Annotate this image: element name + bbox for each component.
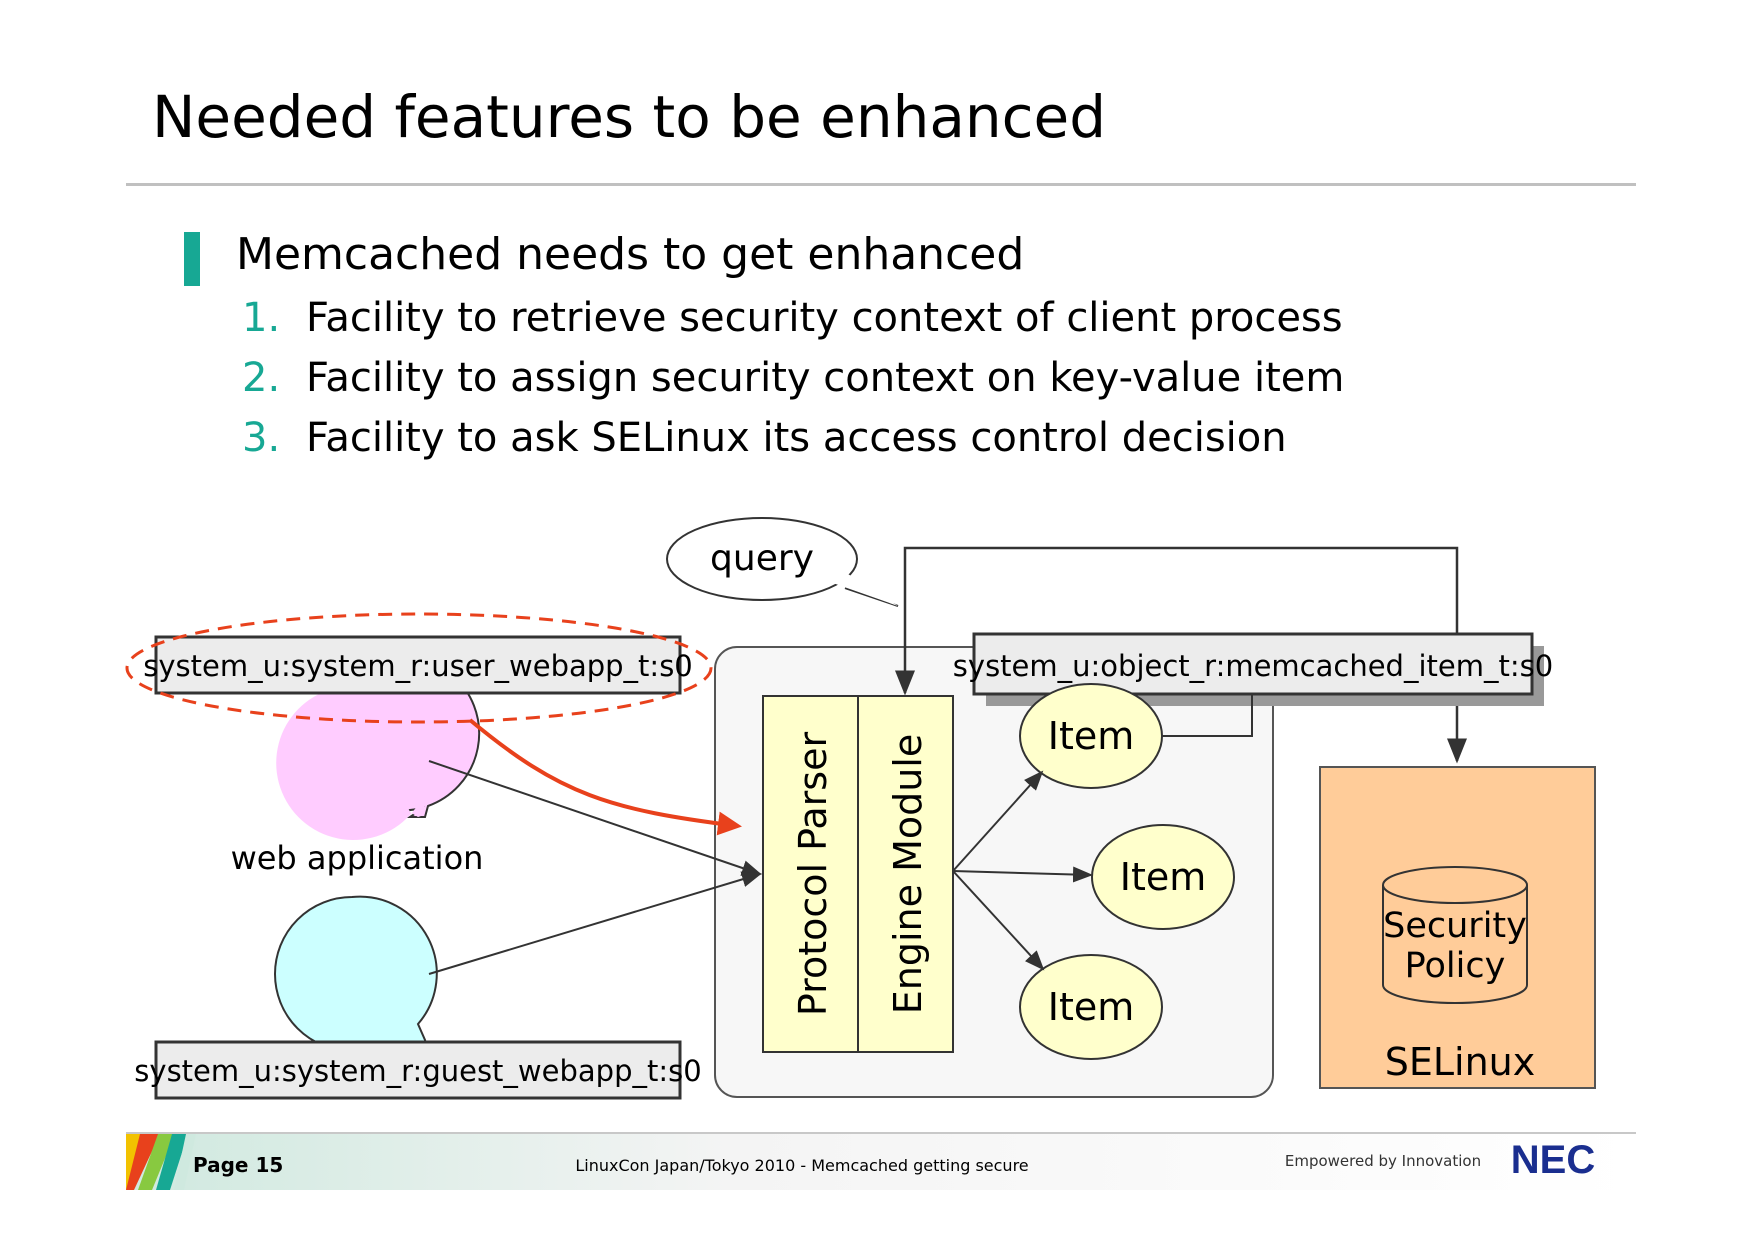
protocol-parser-label: Protocol Parser bbox=[791, 732, 835, 1017]
list-text: Facility to assign security context on k… bbox=[306, 355, 1345, 401]
list-number: 3. bbox=[242, 415, 281, 461]
page-number: Page 15 bbox=[193, 1153, 283, 1177]
list-number: 2. bbox=[242, 355, 281, 401]
web-app-label: web application bbox=[231, 839, 484, 877]
list-item-3: 3. Facility to ask SELinux its access con… bbox=[242, 415, 1287, 461]
footer-tagline: Empowered by Innovation bbox=[1285, 1152, 1481, 1170]
item-label: Item bbox=[1048, 985, 1135, 1029]
engine-module-box bbox=[857, 695, 954, 1053]
item-node-1 bbox=[1019, 683, 1163, 789]
guest-request-arrow bbox=[428, 871, 762, 975]
footer-rainbow-icon bbox=[126, 1134, 196, 1190]
engine-item-arrow-2 bbox=[952, 866, 1093, 883]
guest-context-box bbox=[154, 1040, 682, 1100]
item-context-label: system_u:object_r:memcached_item_t:s0 bbox=[953, 649, 1553, 683]
user-context-label: system_u:system_r:user_webapp_t:s0 bbox=[143, 649, 693, 683]
security-policy-cylinder bbox=[1382, 885, 1528, 1004]
footer-band bbox=[126, 1134, 1636, 1190]
query-bubble bbox=[666, 517, 858, 601]
context-flow-arrow bbox=[468, 718, 742, 836]
user-context-box bbox=[154, 635, 682, 695]
guest-context-label: system_u:system_r:guest_webapp_t:s0 bbox=[134, 1054, 701, 1088]
title-divider bbox=[126, 183, 1636, 186]
list-item-1: 1. Facility to retrieve security context … bbox=[242, 295, 1343, 341]
highlight-ellipse bbox=[125, 612, 713, 724]
bullet-heading: Memcached needs to get enhanced bbox=[236, 229, 1025, 280]
selinux-label: SELinux bbox=[1385, 1040, 1536, 1084]
nec-logo: NEC bbox=[1511, 1138, 1595, 1182]
list-text: Facility to retrieve security context of… bbox=[306, 295, 1343, 341]
item-context-connector bbox=[1162, 694, 1253, 737]
cylinder-top bbox=[1382, 866, 1528, 904]
guest-person-icon bbox=[274, 895, 438, 1052]
list-text: Facility to ask SELinux its access contr… bbox=[306, 415, 1287, 461]
engine-module-label: Engine Module bbox=[886, 734, 930, 1015]
item-label: Item bbox=[1120, 855, 1207, 899]
bullet-marker bbox=[184, 232, 200, 286]
slide-title: Needed features to be enhanced bbox=[152, 83, 1107, 151]
security-policy-label-1: Security bbox=[1383, 906, 1527, 946]
list-item-2: 2. Facility to assign security context on… bbox=[242, 355, 1344, 401]
selinux-feedback-arrow bbox=[895, 546, 1459, 696]
footer-rule bbox=[126, 1132, 1636, 1134]
query-label: query bbox=[710, 538, 814, 579]
engine-item-arrow-1 bbox=[952, 770, 1044, 872]
item-node-3 bbox=[1019, 954, 1163, 1060]
list-number: 1. bbox=[242, 295, 281, 341]
item-label: Item bbox=[1048, 714, 1135, 758]
security-policy-label-2: Policy bbox=[1405, 946, 1506, 986]
protocol-parser-box bbox=[762, 695, 859, 1053]
footer-center-text: LinuxCon Japan/Tokyo 2010 - Memcached ge… bbox=[575, 1156, 1028, 1175]
user-request-arrow bbox=[428, 760, 762, 876]
engine-item-arrow-3 bbox=[952, 870, 1045, 971]
